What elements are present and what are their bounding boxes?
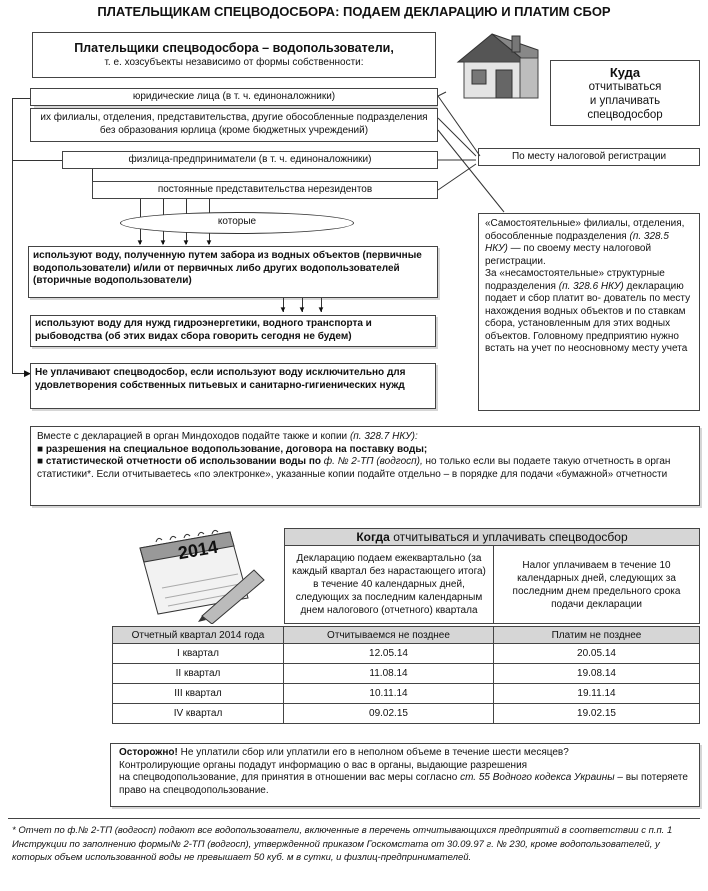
schedule-title-bar: Когда отчитываться и уплачивать спецводо… xyxy=(284,528,700,546)
where-text-1: отчитываться xyxy=(588,81,662,93)
quarter-cell: II квартал xyxy=(112,664,284,684)
nonresidents-box: постоянные представительства нерезиденто… xyxy=(92,181,438,199)
nonresidents-label: постоянные представительства нерезиденто… xyxy=(157,184,373,195)
warning-box: Осторожно! Не уплатили сбор или уплатили… xyxy=(110,743,700,807)
where-text-2: и уплачивать xyxy=(589,95,661,107)
hydro-box: используют воду для нужд гидроэнергетики… xyxy=(30,315,436,347)
copies-item-1: разрешения на специальное водопользовани… xyxy=(45,443,428,455)
tax-registration-label: По месту налоговой регистрации xyxy=(511,151,667,162)
payers-heading: Плательщики спецводосбора – водопользова… xyxy=(74,41,394,55)
hydro-text: используют воду для нужд гидроэнергетики… xyxy=(35,318,372,342)
page-title: ПЛАТЕЛЬЩИКАМ СПЕЦВОДОСБОРА: ПОДАЕМ ДЕКЛА… xyxy=(97,4,611,19)
dependent-ref: (п. 328.6 НКУ) xyxy=(558,280,624,292)
warning-text-3: на спецводопользование, для принятия в о… xyxy=(119,772,458,783)
where-text-3: спецводосбор xyxy=(587,109,663,121)
report-deadline-cell: 10.11.14 xyxy=(284,684,494,704)
which-ellipse: которые xyxy=(120,212,354,234)
col-header-report: Отчитываемся не позднее xyxy=(284,626,494,644)
copies-intro-ref: (п. 328.7 НКУ): xyxy=(349,431,418,442)
warning-text-2: Контролирующие органы подадут информацию… xyxy=(119,759,528,771)
which-label: которые xyxy=(217,216,257,227)
copies-item-2-rest: но только если вы подаете такую отчетнос… xyxy=(37,456,671,480)
not-pay-box: Не уплачивают спецводосбор, если использ… xyxy=(30,363,436,409)
house-icon xyxy=(456,33,539,99)
copies-item-2-bold: статистической отчетности об использован… xyxy=(45,456,321,467)
quarter-cell: I квартал xyxy=(112,644,284,664)
col-header-pay: Платим не позднее xyxy=(494,626,700,644)
branch-rules-box: «Самостоятельные» филиалы, отделения, об… xyxy=(478,213,700,411)
not-pay-text: Не уплачивают спецводосбор, если использ… xyxy=(35,367,406,391)
payment-deadline-cell: 19.11.14 xyxy=(494,684,700,704)
footnote: * Отчет по ф.№ 2-ТП (водгосп) подают все… xyxy=(12,825,673,863)
where-title: Куда xyxy=(609,65,641,80)
schedule-title-rest: отчитываться и уплачивать спецводосбор xyxy=(393,530,628,544)
dependent-text-1: За «несамостоятельные» структурные подра… xyxy=(485,268,665,292)
payers-heading-box: Плательщики спецводосбора – водопользова… xyxy=(32,32,436,78)
independent-text-2: — по своему месту налоговой регистрации. xyxy=(485,243,652,267)
declaration-note-cell: Декларацию подаем ежеквартально (за кажд… xyxy=(284,546,494,624)
col-header-quarter: Отчетный квартал 2014 года xyxy=(112,626,284,644)
warning-text-1: Не уплатили сбор или уплатили его в непо… xyxy=(180,747,569,758)
independent-text-1: «Самостоятельные» филиалы, отделения, об… xyxy=(485,218,685,242)
payment-deadline-cell: 19.02.15 xyxy=(494,704,700,724)
warning-text-3-ref: ст. 55 Водного кодекса Украины xyxy=(460,772,615,783)
use-water-box: используют воду, полученную путем забора… xyxy=(28,246,438,298)
warning-label: Осторожно! xyxy=(119,747,178,758)
legal-entities-box: юридические лица (в т. ч. единоналожники… xyxy=(30,88,438,106)
schedule-title-bold: Когда xyxy=(356,530,390,544)
warning-text-4: – вы потеряете право на спецводопользова… xyxy=(119,772,688,796)
payers-subheading: т. е. хозсубъекты независимо от формы со… xyxy=(104,57,364,68)
report-deadline-cell: 09.02.15 xyxy=(284,704,494,724)
quarter-cell: III квартал xyxy=(112,684,284,704)
calendar-icon xyxy=(139,529,265,624)
diagonal-arrows xyxy=(437,91,505,213)
legal-entities-label: юридические лица (в т. ч. единоналожники… xyxy=(132,91,336,102)
payment-note: Налог уплачиваем в течение 10 календарны… xyxy=(512,559,681,610)
footnote-divider xyxy=(8,818,700,819)
fop-box: физлица-предприниматели (в т. ч. единона… xyxy=(62,151,438,169)
payment-deadline-cell: 19.08.14 xyxy=(494,664,700,684)
copies-box: Вместе с декларацией в орган Миндоходов … xyxy=(30,426,700,506)
branches-label: их филиалы, отделения, представительства… xyxy=(40,112,428,136)
fop-label: физлица-предприниматели (в т. ч. единона… xyxy=(128,154,372,165)
use-water-text: используют воду, полученную путем забора… xyxy=(33,250,422,286)
copies-item-2-ref: ф. № 2-ТП (водгосп), xyxy=(323,456,423,467)
declaration-note: Декларацию подаем ежеквартально (за кажд… xyxy=(292,553,486,616)
independent-ref: (п. 328.5 НКУ) xyxy=(485,230,669,255)
dependent-text-3: дователь по месту нахождения водных объе… xyxy=(485,293,691,354)
copies-intro: Вместе с декларацией в орган Миндоходов … xyxy=(37,431,348,442)
tax-registration-box: По месту налоговой регистрации xyxy=(478,148,700,166)
payment-note-cell: Налог уплачиваем в течение 10 календарны… xyxy=(494,546,700,624)
branches-box: их филиалы, отделения, представительства… xyxy=(30,108,438,142)
report-deadline-cell: 12.05.14 xyxy=(284,644,494,664)
arrow-head-icon: ▶ xyxy=(24,368,31,378)
dependent-text-2: декларацию подает и сбор платит во- xyxy=(485,280,684,305)
quarter-cell: IV квартал xyxy=(112,704,284,724)
where-box: Куда отчитываться и уплачивать спецводос… xyxy=(550,60,700,126)
left-connector xyxy=(12,98,13,374)
payment-deadline-cell: 20.05.14 xyxy=(494,644,700,664)
report-deadline-cell: 11.08.14 xyxy=(284,664,494,684)
